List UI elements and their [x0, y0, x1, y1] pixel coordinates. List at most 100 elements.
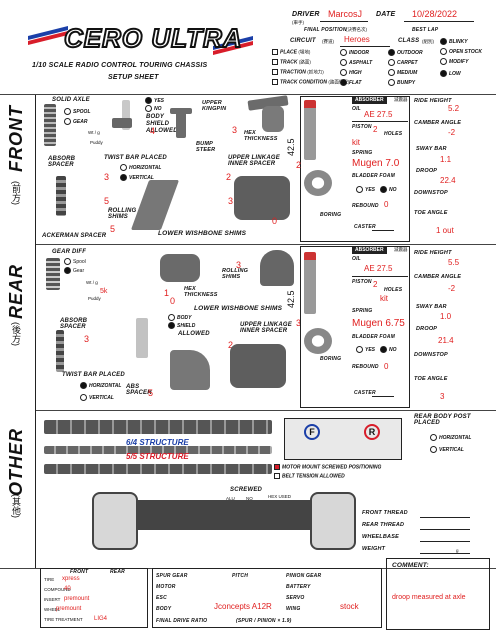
rear-shield-radio[interactable]: [168, 322, 175, 329]
comment-box[interactable]: [386, 558, 490, 630]
belt-tension-check[interactable]: [274, 473, 280, 479]
circuit-value[interactable]: Heroes: [344, 35, 370, 44]
front-bladder-yes-radio[interactable]: [356, 186, 363, 193]
outdoor-radio[interactable]: [388, 49, 395, 56]
tire-row-value-2[interactable]: premount: [64, 596, 90, 602]
rbp-horizontal-radio[interactable]: [430, 434, 437, 441]
front-lower-value-3[interactable]: 2: [296, 160, 302, 170]
rear-oil-value[interactable]: AE 27.5: [364, 264, 393, 273]
front-droop-value[interactable]: 22.4: [440, 176, 456, 185]
date-value[interactable]: 10/28/2022: [412, 9, 458, 19]
body-value[interactable]: Jconcepts A12R: [214, 602, 272, 611]
traction-check[interactable]: [272, 69, 278, 75]
rear-toe-value[interactable]: 3: [440, 392, 445, 401]
front-side-label: FRONT: [6, 105, 26, 172]
rear-bladder-yes-radio[interactable]: [356, 346, 363, 353]
rear-rolling-value[interactable]: 3: [236, 260, 242, 270]
front-absorber-title: ABSORBER: [352, 96, 387, 104]
rear-wt-value[interactable]: 5k: [100, 288, 108, 295]
front-spring-value[interactable]: Mugen 7.0: [352, 158, 400, 169]
rear-spring-value[interactable]: Mugen 6.75: [352, 318, 405, 329]
rear-droop-value[interactable]: 21.4: [438, 336, 454, 345]
tire-row-value-4[interactable]: LIG4: [94, 616, 108, 622]
medium-radio[interactable]: [388, 69, 395, 76]
rear-abs-spacer-value[interactable]: 5: [148, 388, 154, 398]
front-twist-horizontal-radio[interactable]: [120, 164, 127, 171]
front-holes-value[interactable]: 2: [373, 125, 378, 134]
motor-mount-check[interactable]: [274, 464, 280, 470]
track-check[interactable]: [272, 59, 278, 65]
bumpy-radio[interactable]: [388, 79, 395, 86]
front-bump-value[interactable]: 4: [150, 126, 156, 136]
front-sway-bar-value[interactable]: 1.1: [440, 155, 452, 164]
front-absorber-cjk: 減震器: [394, 97, 408, 102]
rear-lower-value-2[interactable]: 0: [170, 296, 176, 306]
rear-upper-linkage-value[interactable]: 2: [228, 340, 234, 350]
front-twist-vertical-radio[interactable]: [120, 174, 127, 181]
tire-row-label-0: TIRE: [44, 577, 55, 582]
tire-col-rear: REAR: [110, 569, 125, 575]
mount-f-marker[interactable]: F: [304, 424, 320, 440]
front-oil-value[interactable]: AE 27.5: [364, 110, 393, 119]
rear-body-radio[interactable]: [168, 314, 175, 321]
front-ride-height-value[interactable]: 5.2: [448, 104, 460, 113]
rear-arm-lower-image: [170, 350, 210, 390]
rear-spool-radio[interactable]: [64, 258, 71, 265]
tire-row-value-0[interactable]: xpress: [62, 576, 80, 582]
rear-sway-bar-value[interactable]: 1.0: [440, 312, 452, 321]
rear-ride-height-value[interactable]: 5.5: [448, 258, 460, 267]
rear-holes-value[interactable]: 2: [373, 280, 378, 289]
tire-row-value-1[interactable]: 40: [64, 586, 71, 592]
track-label: TRACK: [280, 59, 298, 66]
blinky-radio[interactable]: [440, 38, 447, 45]
indoor-radio[interactable]: [340, 49, 347, 56]
front-bladder-no-radio[interactable]: [380, 186, 387, 193]
modify-radio[interactable]: [440, 58, 447, 65]
rear-hex-value[interactable]: 1: [164, 288, 170, 298]
wing-value[interactable]: stock: [340, 602, 359, 611]
gear-radio[interactable]: [64, 118, 71, 125]
open-stock-radio[interactable]: [440, 48, 447, 55]
front-lower-value-4[interactable]: 0: [272, 216, 278, 226]
front-abs-value[interactable]: 3: [104, 172, 110, 182]
rear-absorb-value[interactable]: 3: [84, 334, 90, 344]
front-lower-value-2[interactable]: 3: [228, 196, 234, 206]
rear-rebound-value[interactable]: 0: [384, 362, 389, 371]
low-radio[interactable]: [440, 70, 447, 77]
rear-piston-value[interactable]: kit: [380, 294, 388, 303]
track-condition-check[interactable]: [272, 79, 278, 85]
front-rebound-value[interactable]: 0: [384, 200, 389, 209]
front-upper-linkage-value[interactable]: 2: [226, 172, 232, 182]
rear-twist-horizontal-radio[interactable]: [80, 382, 87, 389]
rbp-vertical-radio[interactable]: [430, 446, 437, 453]
front-piston-value[interactable]: kit: [352, 138, 360, 147]
asphalt-radio[interactable]: [340, 59, 347, 66]
flat-radio[interactable]: [340, 79, 347, 86]
rear-camber-value[interactable]: -2: [448, 284, 456, 293]
front-twist-horizontal: HORIZONTAL: [129, 164, 162, 171]
ackerman-label: ACKERMAN SPACER: [42, 233, 107, 239]
high-radio[interactable]: [340, 69, 347, 76]
body-post-no-radio[interactable]: [145, 105, 152, 112]
conditions-grid: PLACE (場地) INDOOR OUTDOOR TRACK (路面) ASP…: [270, 48, 434, 92]
front-lower-value-1[interactable]: 5: [110, 224, 116, 234]
mount-r-marker[interactable]: R: [364, 424, 380, 440]
carpet-radio[interactable]: [388, 59, 395, 66]
rear-sidebar: REAR (後方): [0, 244, 36, 410]
front-hex-value[interactable]: 3: [232, 125, 238, 135]
rear-spring-label: SPRING: [352, 308, 373, 314]
spool-radio[interactable]: [64, 108, 71, 115]
rear-gear-radio[interactable]: [64, 267, 71, 274]
place-check[interactable]: [272, 49, 278, 55]
front-camber-value[interactable]: -2: [448, 128, 456, 137]
rear-lower-value-1[interactable]: 3: [296, 318, 302, 328]
tire-row-value-3[interactable]: premount: [56, 606, 82, 612]
motor-label: MOTOR: [156, 584, 176, 590]
driver-value[interactable]: MarcosJ: [328, 9, 363, 19]
rear-bladder-no-radio[interactable]: [380, 346, 387, 353]
rear-twist-vertical-radio[interactable]: [80, 394, 87, 401]
comment-value[interactable]: droop measured at axle: [392, 594, 466, 601]
body-post-yes-radio[interactable]: [145, 97, 152, 104]
front-rolling-value[interactable]: 5: [104, 196, 110, 206]
front-toe-value[interactable]: 1 out: [436, 226, 454, 235]
